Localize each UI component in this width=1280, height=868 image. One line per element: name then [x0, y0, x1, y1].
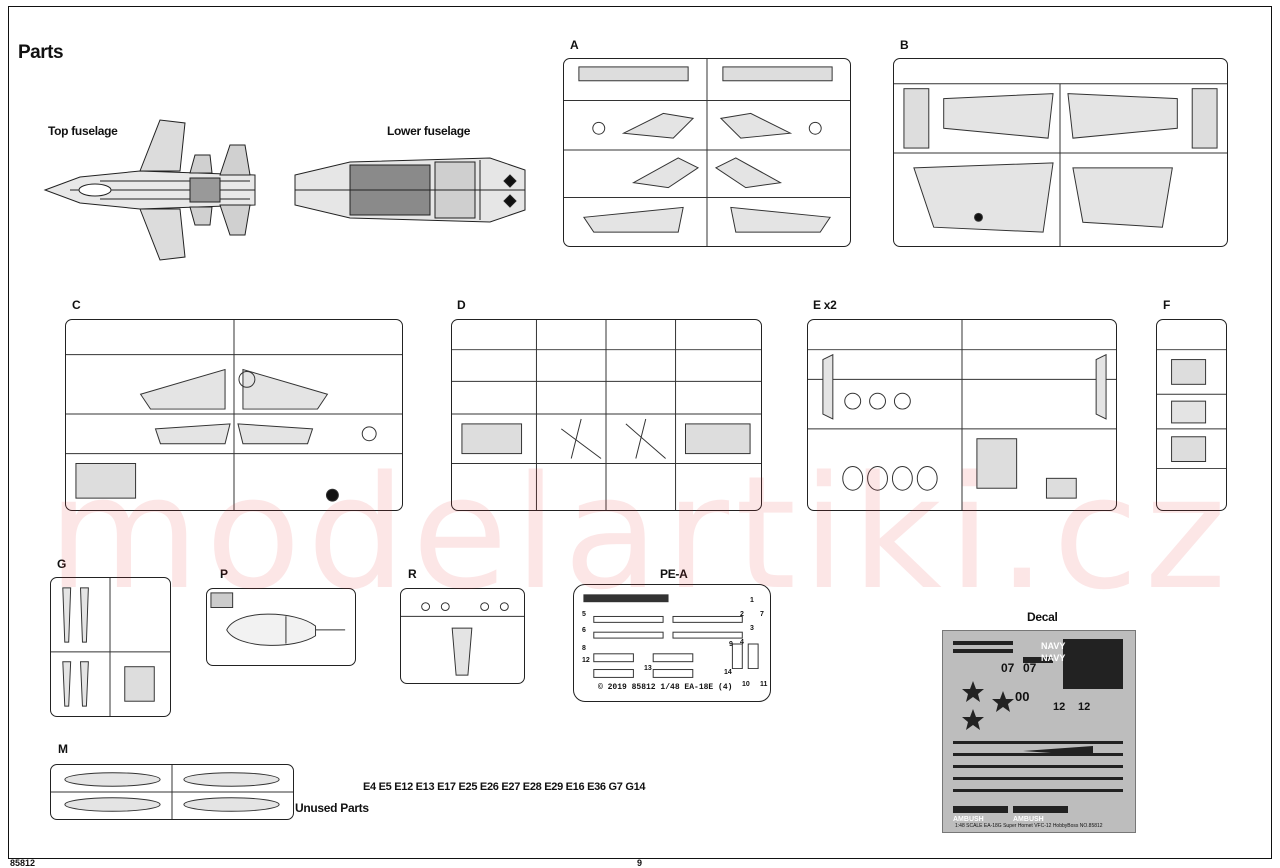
sprue-b-label: B — [900, 38, 909, 52]
pe-part-number: 13 — [644, 665, 652, 672]
decal-mark-07-1: 07 — [1001, 661, 1015, 675]
sprue-d-frame — [451, 319, 762, 511]
decal-mark-navy-1: NAVY — [1041, 641, 1066, 651]
sprue-pea-label: PE-A — [660, 567, 688, 581]
decal-mark-00: 00 — [1015, 689, 1030, 704]
pe-part-number: 10 — [742, 681, 750, 688]
sprue-p-frame — [206, 588, 356, 666]
sprue-m-frame — [50, 764, 294, 820]
decal-mark-07-2: 07 — [1023, 661, 1037, 675]
pe-part-number: 14 — [724, 669, 732, 676]
unused-parts-list: E4 E5 E12 E13 E17 E25 E26 E27 E28 E29 E1… — [363, 781, 646, 793]
page-title: Parts — [18, 42, 64, 63]
lower-fuselage-label: Lower fuselage — [387, 124, 471, 138]
top-fuselage-drawing — [43, 119, 256, 261]
sprue-g-label: G — [57, 557, 67, 571]
pe-part-number: 3 — [750, 625, 754, 632]
decal-mark-navy-2: NAVY — [1041, 653, 1066, 663]
sprue-r-label: R — [408, 567, 417, 581]
decal-sheet: NAVY NAVY 07 07 00 12 12 AMBUSH AMBUSH 1… — [942, 630, 1136, 833]
pe-part-number: 6 — [582, 627, 586, 634]
lower-fuselage-drawing — [294, 157, 526, 223]
sprue-c-label: C — [72, 298, 81, 312]
footer-page-number: 9 — [637, 858, 643, 868]
instruction-sheet — [8, 6, 1272, 859]
sprue-f-frame — [1156, 319, 1227, 511]
decal-mark-ambush-2: AMBUSH — [1013, 816, 1044, 823]
sprue-a-label: A — [570, 38, 579, 52]
pe-part-number: 8 — [582, 645, 586, 652]
sprue-g-frame — [50, 577, 171, 717]
pe-part-number: 5 — [582, 611, 586, 618]
sprue-r-frame — [400, 588, 525, 684]
decal-caption: 1:48 SCALE EA-18G Super Hornet VFC-12 Ho… — [955, 823, 1103, 829]
top-fuselage-label: Top fuselage — [48, 124, 118, 138]
sprue-e-frame — [807, 319, 1117, 511]
pe-part-number: 7 — [760, 611, 764, 618]
pe-copyright: © 2019 85812 1/48 EA-18E (4) — [598, 683, 733, 692]
decal-mark-ambush-1: AMBUSH — [953, 816, 984, 823]
unused-parts-title: Unused Parts — [295, 801, 369, 815]
sprue-f-label: F — [1163, 298, 1171, 312]
decal-mark-12-1: 12 — [1053, 701, 1066, 713]
footer-product-number: 85812 — [10, 858, 36, 868]
sprue-c-frame — [65, 319, 403, 511]
pe-part-number: 2 — [740, 611, 744, 618]
pe-part-number: 9 — [729, 641, 733, 648]
decal-mark-12-2: 12 — [1078, 701, 1091, 713]
pe-part-number: 1 — [750, 597, 754, 604]
sprue-e-label: E x2 — [813, 298, 837, 312]
sprue-a-frame — [563, 58, 851, 247]
decal-label: Decal — [1027, 610, 1058, 624]
pe-part-number: 12 — [582, 657, 590, 664]
sprue-b-frame — [893, 58, 1228, 247]
pe-part-number: 11 — [760, 681, 768, 688]
sprue-p-label: P — [220, 567, 228, 581]
sprue-d-label: D — [457, 298, 466, 312]
sprue-m-label: M — [58, 742, 68, 756]
pe-part-number: 4 — [740, 639, 744, 646]
